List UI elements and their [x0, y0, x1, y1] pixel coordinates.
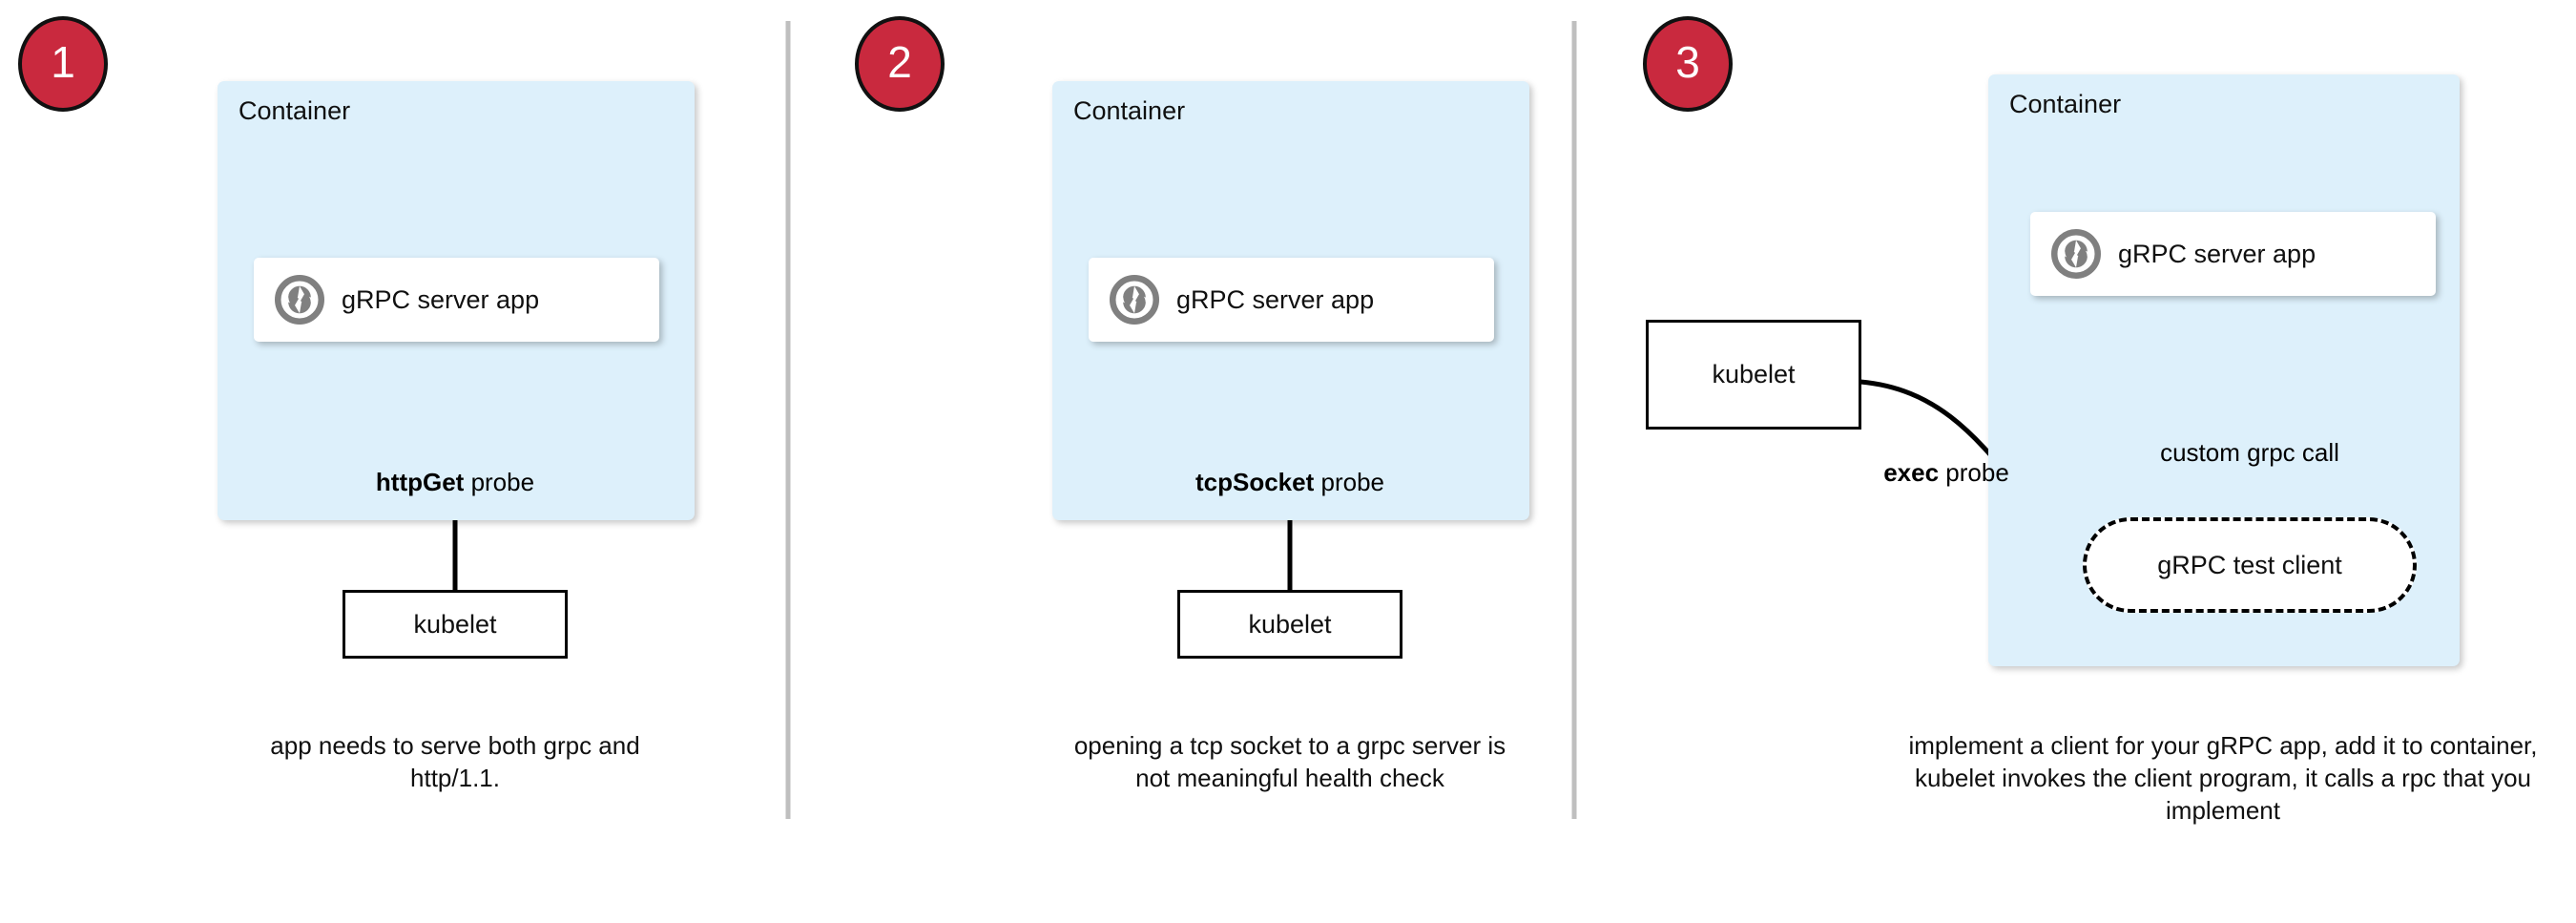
- kubelet-label-2: kubelet: [1248, 609, 1332, 639]
- exec-probe-label-rest: probe: [1939, 458, 2009, 487]
- panel-caption-3: implement a client for your gRPC app, ad…: [1908, 731, 2538, 825]
- exec-probe-label-bold: exec: [1883, 458, 1940, 487]
- grpc-server-app-card-3: gRPC server app: [2030, 212, 2436, 296]
- grpc-server-app-card-2: gRPC server app: [1089, 258, 1494, 342]
- step-badge-2-number: 2: [887, 37, 912, 87]
- grpc-server-app-label-1: gRPC server app: [342, 284, 540, 314]
- panel-caption-1: app needs to serve both grpc and http/1.…: [270, 731, 640, 792]
- kubelet-label-1: kubelet: [413, 609, 497, 639]
- container-label-2: Container: [1073, 96, 1186, 125]
- probe-label-2: tcpSocket probe: [1195, 468, 1384, 497]
- grpc-test-client-box: gRPC test client: [2083, 517, 2417, 613]
- container-label-3: Container: [2009, 90, 2122, 118]
- kubelet-box-2: kubelet: [1177, 590, 1402, 659]
- grpc-server-app-card-1: gRPC server app: [254, 258, 659, 342]
- grpc-shutter-icon: [275, 275, 324, 325]
- probe-label-2-rest: probe: [1314, 468, 1384, 496]
- probe-label-1-rest: probe: [464, 468, 535, 496]
- probe-label-2-bold: tcpSocket: [1195, 468, 1315, 496]
- custom-grpc-call-label: custom grpc call: [2160, 438, 2339, 467]
- panel-caption-2: opening a tcp socket to a grpc server is…: [1073, 731, 1506, 792]
- exec-probe-label: exec probe: [1883, 458, 2009, 488]
- container-label-1: Container: [239, 96, 351, 125]
- step-badge-2: 2: [855, 16, 945, 112]
- step-badge-1-number: 1: [51, 37, 75, 87]
- grpc-shutter-icon: [1110, 275, 1159, 325]
- step-badge-3-number: 3: [1675, 37, 1700, 87]
- probe-label-1-bold: httpGet: [375, 468, 465, 496]
- step-badge-3: 3: [1643, 16, 1733, 112]
- grpc-shutter-icon: [2051, 229, 2101, 279]
- step-badge-1: 1: [18, 16, 108, 112]
- grpc-server-app-label-2: gRPC server app: [1176, 284, 1375, 314]
- probe-label-1: httpGet probe: [376, 468, 534, 497]
- grpc-server-app-label-3: gRPC server app: [2118, 239, 2316, 268]
- grpc-test-client-label: gRPC test client: [2157, 550, 2342, 579]
- kubelet-box-3: kubelet: [1646, 320, 1861, 430]
- kubelet-box-1: kubelet: [343, 590, 568, 659]
- kubelet-label-3: kubelet: [1712, 360, 1796, 388]
